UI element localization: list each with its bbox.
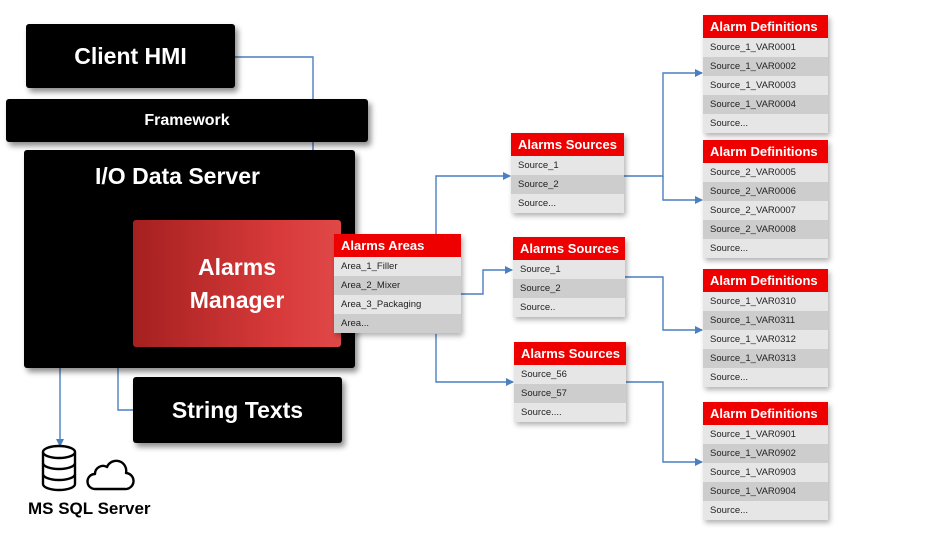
table-header: Alarm Definitions bbox=[703, 269, 828, 292]
alarm-definitions-table-1: Alarm Definitions Source_1_VAR0001 Sourc… bbox=[703, 15, 828, 133]
table-row: Source_1 bbox=[511, 156, 624, 175]
table-row: Source_1 bbox=[513, 260, 625, 279]
alarm-definitions-table-2: Alarm Definitions Source_2_VAR0005 Sourc… bbox=[703, 140, 828, 258]
table-header: Alarms Sources bbox=[514, 342, 626, 365]
table-row: Source_1_VAR0902 bbox=[703, 444, 828, 463]
table-header: Alarms Sources bbox=[513, 237, 625, 260]
table-row: Source_1_VAR0313 bbox=[703, 349, 828, 368]
connector-source1-def2 bbox=[662, 176, 703, 204]
table-row: Source_1_VAR0312 bbox=[703, 330, 828, 349]
client-hmi-block: Client HMI bbox=[26, 24, 235, 88]
table-row: Source_1_VAR0310 bbox=[703, 292, 828, 311]
table-row: Source_2 bbox=[513, 279, 625, 298]
table-row: Source... bbox=[703, 368, 828, 387]
table-row: Source_2_VAR0008 bbox=[703, 220, 828, 239]
table-header: Alarm Definitions bbox=[703, 402, 828, 425]
table-header: Alarm Definitions bbox=[703, 140, 828, 163]
table-row: Area_3_Packaging bbox=[334, 295, 461, 314]
table-row: Source_1_VAR0004 bbox=[703, 95, 828, 114]
table-row: Source... bbox=[703, 239, 828, 258]
database-icon bbox=[41, 444, 77, 492]
table-row: Area_2_Mixer bbox=[334, 276, 461, 295]
alarms-manager-label-line2: Manager bbox=[189, 286, 285, 313]
connector-area-source3 bbox=[435, 334, 514, 386]
table-row: Source_1_VAR0002 bbox=[703, 57, 828, 76]
table-row: Source... bbox=[703, 114, 828, 133]
cloud-icon bbox=[86, 459, 135, 491]
table-header: Alarm Definitions bbox=[703, 15, 828, 38]
alarm-definitions-table-3: Alarm Definitions Source_1_VAR0310 Sourc… bbox=[703, 269, 828, 387]
connector-source2-def3 bbox=[625, 276, 703, 334]
table-row: Source_57 bbox=[514, 384, 626, 403]
table-row: Area... bbox=[334, 314, 461, 333]
string-texts-block: String Texts bbox=[133, 377, 342, 443]
table-row: Source_2_VAR0006 bbox=[703, 182, 828, 201]
connector-source1-def1 bbox=[624, 69, 703, 177]
client-hmi-label: Client HMI bbox=[74, 42, 187, 69]
string-texts-label: String Texts bbox=[171, 396, 304, 423]
framework-label: Framework bbox=[144, 111, 230, 129]
table-row: Source_1_VAR0001 bbox=[703, 38, 828, 57]
table-row: Source_1_VAR0901 bbox=[703, 425, 828, 444]
alarm-definitions-table-4: Alarm Definitions Source_1_VAR0901 Sourc… bbox=[703, 402, 828, 520]
framework-block: Framework bbox=[6, 99, 368, 142]
connector-area-source2 bbox=[461, 266, 513, 295]
alarms-sources-table-1: Alarms Sources Source_1 Source_2 Source.… bbox=[511, 133, 624, 213]
table-row: Source_1_VAR0311 bbox=[703, 311, 828, 330]
table-header: Alarms Sources bbox=[511, 133, 624, 156]
table-row: Area_1_Filler bbox=[334, 257, 461, 276]
table-row: Source_1_VAR0904 bbox=[703, 482, 828, 501]
table-row: Source_2_VAR0005 bbox=[703, 163, 828, 182]
table-row: Source_1_VAR0903 bbox=[703, 463, 828, 482]
alarms-areas-table: Alarms Areas Area_1_Filler Area_2_Mixer … bbox=[334, 234, 461, 333]
alarms-sources-table-2: Alarms Sources Source_1 Source_2 Source.… bbox=[513, 237, 625, 317]
alarms-sources-table-3: Alarms Sources Source_56 Source_57 Sourc… bbox=[514, 342, 626, 422]
table-row: Source.. bbox=[513, 298, 625, 317]
table-header: Alarms Areas bbox=[334, 234, 461, 257]
table-row: Source_2_VAR0007 bbox=[703, 201, 828, 220]
connector-area-source1 bbox=[435, 172, 511, 234]
table-row: Source... bbox=[703, 501, 828, 520]
ms-sql-server-label: MS SQL Server bbox=[28, 499, 151, 518]
table-row: Source_2 bbox=[511, 175, 624, 194]
io-data-server-label: I/O Data Server bbox=[95, 163, 260, 189]
table-row: Source.... bbox=[514, 403, 626, 422]
alarms-manager-label-line1: Alarms bbox=[198, 253, 276, 280]
connector-source3-def4 bbox=[626, 381, 703, 466]
alarms-manager-block: Alarms Manager bbox=[133, 220, 341, 347]
table-row: Source_56 bbox=[514, 365, 626, 384]
table-row: Source... bbox=[511, 194, 624, 213]
table-row: Source_1_VAR0003 bbox=[703, 76, 828, 95]
